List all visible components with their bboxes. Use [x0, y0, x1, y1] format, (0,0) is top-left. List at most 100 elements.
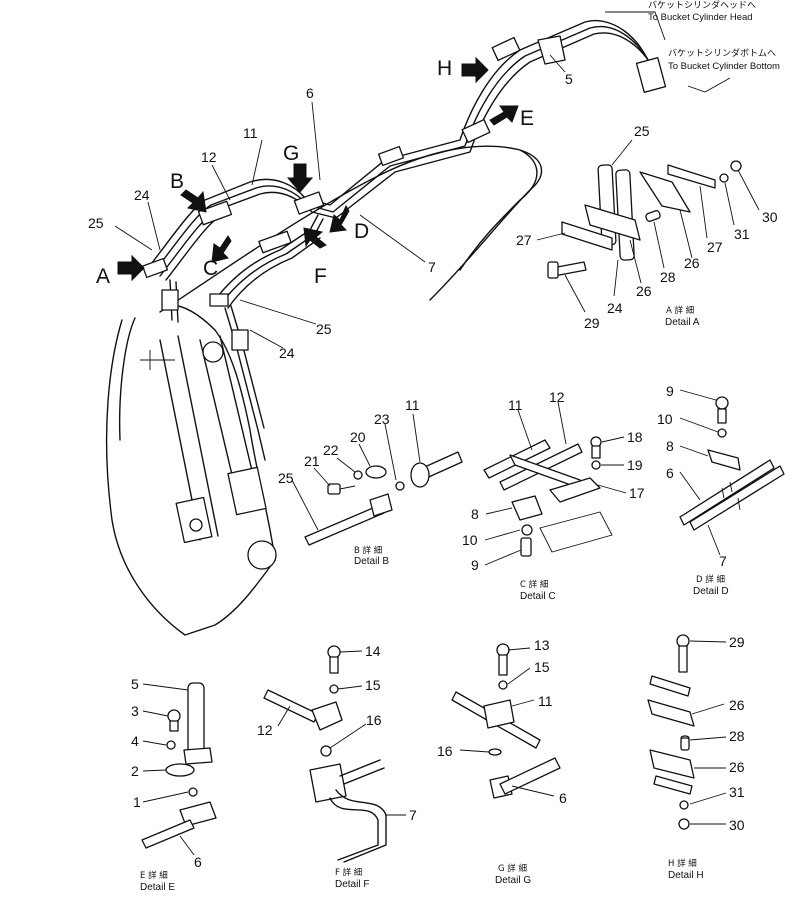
- dest-bottom-en: To Bucket Cylinder Bottom: [668, 61, 780, 72]
- b-label-11: 11: [405, 397, 420, 413]
- b-label-21: 21: [304, 453, 320, 469]
- b-label-22: 22: [323, 442, 339, 458]
- f-label-12: 12: [257, 722, 273, 738]
- main-assembly: [105, 145, 543, 636]
- detail-a: [547, 160, 742, 279]
- c-label-12: 12: [549, 389, 565, 405]
- e-label-3: 3: [131, 703, 139, 719]
- a-label-24: 24: [607, 300, 623, 316]
- e-label-2: 2: [131, 763, 139, 779]
- a-label-27-left: 27: [516, 232, 532, 248]
- f-title-en: Detail F: [335, 879, 369, 890]
- detail-d: [679, 396, 785, 531]
- b-title-en: Detail B: [354, 556, 389, 567]
- c-label-18: 18: [627, 429, 643, 445]
- dest-head-jp: バケットシリンダヘッドへ: [648, 0, 756, 11]
- a-label-31: 31: [734, 226, 750, 242]
- detail-h-leaders: [689, 640, 727, 825]
- c-label-9: 9: [471, 557, 479, 573]
- detail-d-leaders: [679, 389, 721, 556]
- view-letter-f: F: [314, 265, 327, 288]
- b-label-25: 25: [278, 470, 294, 486]
- main-label-6: 6: [306, 85, 314, 101]
- detail-c-leaders: [484, 401, 627, 566]
- e-label-6: 6: [194, 854, 202, 870]
- h-label-28: 28: [729, 728, 745, 744]
- b-label-20: 20: [350, 429, 366, 445]
- main-label-25-lower: 25: [316, 321, 332, 337]
- view-letter-c: C: [203, 257, 218, 280]
- d-label-6: 6: [666, 465, 674, 481]
- main-label-5: 5: [565, 71, 573, 87]
- view-letter-e: E: [520, 107, 534, 130]
- a-label-25: 25: [634, 123, 650, 139]
- d-label-9: 9: [666, 383, 674, 399]
- dest-head-en: To Bucket Cylinder Head: [648, 12, 753, 23]
- arm-outline: [105, 319, 276, 636]
- d-title-en: Detail D: [693, 586, 729, 597]
- a-label-26-left: 26: [636, 283, 652, 299]
- g-label-13: 13: [534, 637, 550, 653]
- d-label-8: 8: [666, 438, 674, 454]
- a-label-30: 30: [762, 209, 778, 225]
- f-label-16: 16: [366, 712, 382, 728]
- detail-h: [647, 634, 695, 830]
- c-title-en: Detail C: [520, 591, 556, 602]
- g-label-15: 15: [534, 659, 550, 675]
- a-label-29: 29: [584, 315, 600, 331]
- d-label-7: 7: [719, 553, 727, 569]
- view-arrows: [117, 56, 519, 282]
- detail-f: [263, 645, 387, 863]
- c-label-11: 11: [508, 397, 523, 413]
- a-label-26-right: 26: [684, 255, 700, 271]
- e-label-1: 1: [133, 794, 141, 810]
- a-label-27-right: 27: [707, 239, 723, 255]
- g-label-16: 16: [437, 743, 453, 759]
- view-letter-h: H: [437, 57, 452, 80]
- e-title-jp: E 詳 細: [140, 870, 168, 881]
- h-title-jp: H 詳 細: [668, 858, 697, 869]
- f-label-7: 7: [409, 807, 417, 823]
- a-title-en: Detail A: [665, 317, 700, 328]
- g-label-6: 6: [559, 790, 567, 806]
- main-label-24-lower: 24: [279, 345, 295, 361]
- main-leaders: [114, 11, 731, 349]
- c-label-17: 17: [629, 485, 645, 501]
- main-label-12: 12: [201, 149, 217, 165]
- detail-f-leaders: [277, 650, 406, 816]
- g-title-jp: G 詳 細: [498, 863, 527, 874]
- detail-b: [304, 451, 463, 546]
- h-label-29: 29: [729, 634, 745, 650]
- h-label-30: 30: [729, 817, 745, 833]
- f-label-15: 15: [365, 677, 381, 693]
- detail-c: [483, 436, 613, 557]
- detail-a-leaders: [536, 139, 760, 313]
- view-letter-d: D: [354, 220, 369, 243]
- f-title-jp: F 詳 細: [335, 867, 362, 878]
- a-title-jp: A 詳 細: [666, 305, 694, 316]
- main-label-11: 11: [243, 125, 258, 141]
- h-label-26-upper: 26: [729, 697, 745, 713]
- h-label-31: 31: [729, 784, 745, 800]
- e-title-en: Detail E: [140, 882, 175, 893]
- d-title-jp: D 詳 細: [696, 574, 725, 585]
- detail-e: [141, 682, 217, 849]
- a-label-28: 28: [660, 269, 676, 285]
- c-label-8: 8: [471, 506, 479, 522]
- detail-g-leaders: [459, 647, 555, 797]
- detail-g: [451, 643, 561, 799]
- c-label-10: 10: [462, 532, 478, 548]
- view-letter-g: G: [283, 142, 299, 165]
- main-label-24: 24: [134, 187, 150, 203]
- f-label-14: 14: [365, 643, 381, 659]
- view-letter-b: B: [170, 170, 184, 193]
- d-label-10: 10: [657, 411, 673, 427]
- c-label-19: 19: [627, 457, 643, 473]
- e-label-4: 4: [131, 733, 139, 749]
- g-label-11: 11: [538, 693, 553, 709]
- dest-bottom-jp: バケットシリンダボトムへ: [668, 47, 776, 59]
- b-title-jp: B 詳 細: [354, 545, 382, 556]
- detail-b-leaders: [291, 413, 421, 531]
- main-label-7: 7: [428, 259, 436, 275]
